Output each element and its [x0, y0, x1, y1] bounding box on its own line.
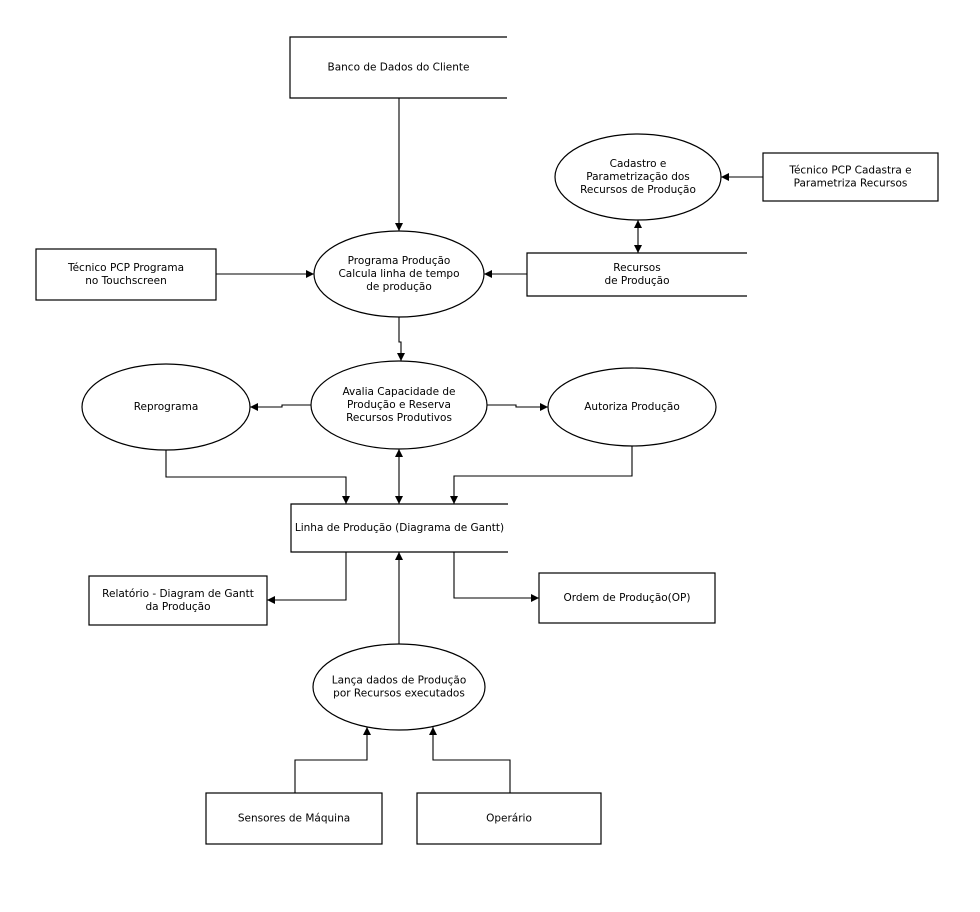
node-label-line: Lança dados de Produção	[332, 675, 467, 687]
data-store-outline	[290, 503, 508, 553]
node-label-line: Técnico PCP Programa	[67, 262, 184, 274]
node-label-line: Parametriza Recursos	[794, 178, 908, 190]
node-label-line: Recursos Produtivos	[346, 412, 452, 424]
node-label-line: Programa Produção	[348, 255, 451, 267]
data-store-outline	[526, 252, 747, 297]
node-label-line: Ordem de Produção(OP)	[564, 592, 691, 604]
node-label-line: Sensores de Máquina	[238, 813, 350, 825]
edge-reprograma-to-linha-producao	[165, 450, 350, 504]
entity-box	[88, 575, 268, 626]
node-sensores: Sensores de Máquina	[205, 792, 383, 845]
node-ordem: Ordem de Produção(OP)	[538, 572, 716, 624]
node-label-line: Linha de Produção (Diagrama de Gantt)	[295, 522, 504, 534]
node-label-line: de produção	[366, 281, 432, 293]
node-label-line: Produção e Reserva	[347, 399, 451, 411]
node-label-line: Recursos	[613, 262, 660, 274]
node-label-line: Parametrização dos	[586, 171, 690, 183]
process-ellipse	[312, 643, 486, 731]
node-linha-producao: Linha de Produção (Diagrama de Gantt)	[290, 503, 508, 553]
edge-autoriza-to-linha-producao	[450, 446, 633, 504]
data-store-outline	[289, 36, 507, 99]
process-ellipse	[554, 133, 722, 221]
entity-box	[35, 248, 217, 301]
edge-programa-producao-to-avalia	[397, 317, 405, 361]
node-label-line: Cadastro e	[610, 158, 667, 170]
node-label-line: Relatório - Diagram de Gantt	[102, 588, 254, 600]
process-ellipse	[81, 363, 251, 451]
process-ellipse	[547, 367, 717, 447]
node-label-line: Autoriza Produção	[584, 401, 680, 413]
node-label-line: Reprograma	[134, 401, 199, 413]
node-operario: Operário	[416, 792, 602, 845]
node-autoriza: Autoriza Produção	[547, 367, 717, 447]
entity-box	[416, 792, 602, 845]
node-label-line: no Touchscreen	[85, 275, 166, 287]
entity-box	[762, 152, 939, 202]
node-label-line: Operário	[486, 813, 532, 825]
node-reprograma: Reprograma	[81, 363, 251, 451]
process-ellipse	[310, 360, 488, 450]
entity-box	[205, 792, 383, 845]
node-label-line: Avalia Capacidade de	[342, 386, 455, 398]
edge-avalia-to-autoriza	[487, 403, 548, 411]
node-label-line: Recursos de Produção	[580, 184, 696, 196]
node-label-line: Técnico PCP Cadastra e	[788, 165, 911, 177]
edge-operario-to-lanca-dados	[429, 727, 511, 793]
edge-avalia-to-reprograma	[250, 403, 311, 411]
edge-sensores-to-lanca-dados	[294, 727, 371, 793]
node-label-line: de Produção	[604, 275, 669, 287]
process-ellipse	[313, 230, 485, 318]
entity-box	[538, 572, 716, 624]
edge-linha-producao-to-ordem	[453, 552, 539, 602]
node-banco-dados: Banco de Dados do Cliente	[289, 36, 507, 99]
node-label-line: da Produção	[145, 601, 210, 613]
node-label-line: por Recursos executados	[333, 688, 465, 700]
edge-linha-producao-to-relatorio	[267, 552, 347, 604]
node-label-line: Calcula linha de tempo	[338, 268, 459, 280]
edges-layer	[165, 98, 763, 793]
node-label-line: Banco de Dados do Cliente	[328, 62, 470, 74]
